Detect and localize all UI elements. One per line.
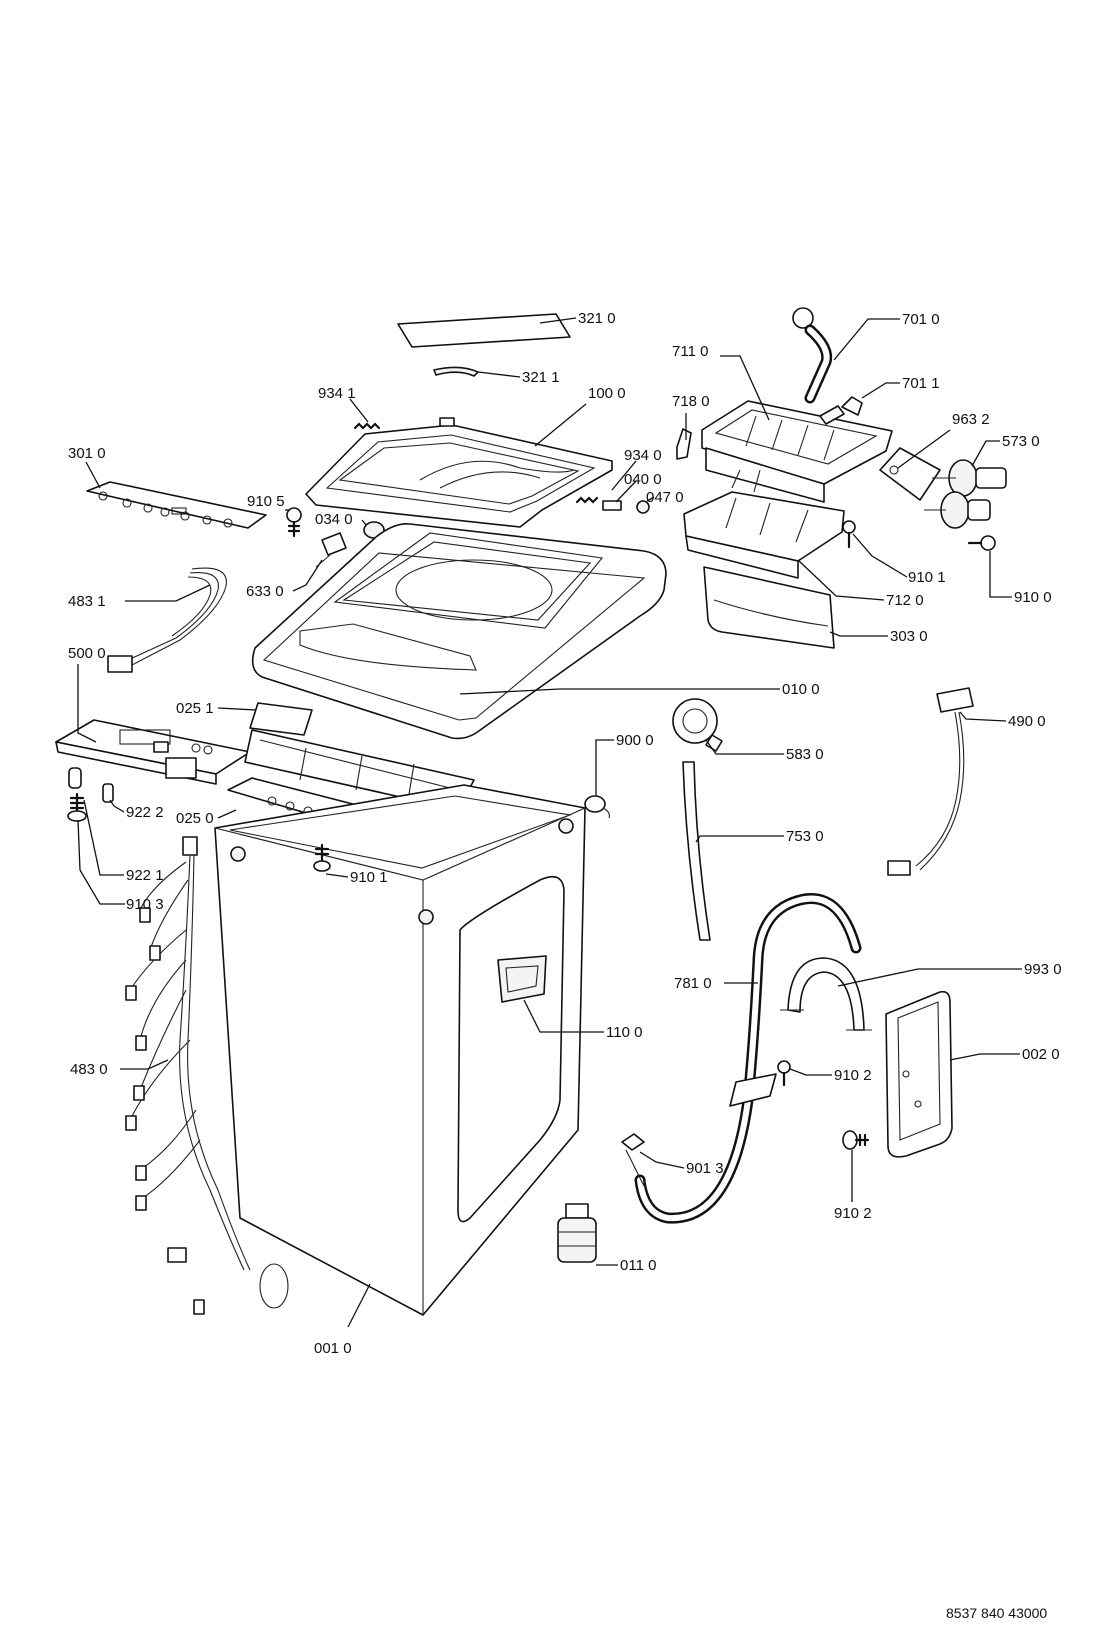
part-711-0-dispenser-housing bbox=[701, 400, 893, 503]
label-047-0: 047 0 bbox=[646, 489, 684, 506]
label-001-0: 001 0 bbox=[314, 1340, 352, 1357]
label-301-0: 301 0 bbox=[68, 445, 106, 462]
label-011-0: 011 0 bbox=[620, 1257, 656, 1274]
part-011-0-pump-fitting bbox=[557, 1203, 597, 1263]
part-321-0-lid-panel bbox=[397, 313, 571, 348]
label-900-0: 900 0 bbox=[616, 732, 654, 749]
part-922-2-spacer bbox=[102, 783, 114, 803]
part-963-2-bracket bbox=[879, 447, 941, 501]
label-712-0: 712 0 bbox=[886, 592, 924, 609]
part-993-0-hose-guide bbox=[780, 957, 872, 1031]
part-910-2-screw-upper bbox=[777, 1060, 791, 1087]
label-025-1: 025 1 bbox=[176, 700, 214, 717]
part-701-1-fitting bbox=[819, 396, 863, 425]
label-711-0: 711 0 bbox=[672, 343, 708, 360]
leader-lines bbox=[77, 317, 1022, 1328]
part-040-0-pin bbox=[602, 500, 622, 511]
part-934-1-spring bbox=[353, 422, 381, 430]
part-002-0-access-cover bbox=[885, 990, 953, 1158]
label-781-0: 781 0 bbox=[674, 975, 712, 992]
label-901-3: 901 3 bbox=[686, 1160, 724, 1177]
label-573-0: 573 0 bbox=[1002, 433, 1040, 450]
label-002-0: 002 0 bbox=[1022, 1046, 1060, 1063]
part-900-0-clamp bbox=[584, 795, 610, 819]
label-910-1-dispenser: 910 1 bbox=[908, 569, 946, 586]
part-010-0-top-console bbox=[251, 522, 667, 740]
label-910-2-lower: 910 2 bbox=[834, 1205, 872, 1222]
part-110-0-handle bbox=[497, 955, 547, 1003]
label-922-2: 922 2 bbox=[126, 804, 164, 821]
label-910-1-cabinet: 910 1 bbox=[350, 869, 388, 886]
label-483-1: 483 1 bbox=[68, 593, 106, 610]
part-718-0-clip bbox=[676, 428, 692, 460]
label-701-0: 701 0 bbox=[902, 311, 940, 328]
part-500-0-electronic-board bbox=[55, 719, 251, 785]
part-483-0-main-harness bbox=[125, 836, 289, 1315]
label-100-0: 100 0 bbox=[588, 385, 626, 402]
label-963-2: 963 2 bbox=[952, 411, 990, 428]
part-922-1-spacer bbox=[68, 767, 82, 789]
part-483-1-wire-harness bbox=[107, 567, 227, 673]
part-712-0-drawer-body bbox=[683, 491, 845, 579]
part-301-0-panel-strip bbox=[86, 481, 267, 529]
part-100-0-lid bbox=[305, 417, 613, 528]
label-922-1: 922 1 bbox=[126, 867, 164, 884]
part-583-0-pressure-switch bbox=[672, 698, 723, 752]
part-910-1-screw-cabinet bbox=[313, 843, 331, 872]
label-910-2-upper: 910 2 bbox=[834, 1067, 872, 1084]
part-753-0-tube bbox=[682, 761, 711, 941]
label-500-0: 500 0 bbox=[68, 645, 106, 662]
label-110-0: 110 0 bbox=[606, 1024, 642, 1041]
label-034-0: 034 0 bbox=[315, 511, 353, 528]
part-910-3-screw bbox=[67, 792, 87, 822]
part-781-0-drain-hose bbox=[634, 893, 862, 1224]
part-001-0-cabinet bbox=[214, 784, 586, 1316]
label-910-0: 910 0 bbox=[1014, 589, 1052, 606]
part-910-2-screw-lower bbox=[842, 1130, 870, 1150]
part-labels: 321 0 321 1 934 1 100 0 701 0 711 0 701 … bbox=[68, 310, 1062, 1357]
label-025-0: 025 0 bbox=[176, 810, 214, 827]
label-701-1: 701 1 bbox=[902, 375, 940, 392]
label-993-0: 993 0 bbox=[1024, 961, 1062, 978]
part-025-1-panel-insert bbox=[244, 702, 475, 811]
part-910-1-screw-dispenser bbox=[842, 520, 856, 549]
part-303-0-drawer-front bbox=[703, 566, 835, 649]
label-633-0: 633 0 bbox=[246, 583, 284, 600]
document-number: 8537 840 43000 bbox=[946, 1605, 1047, 1621]
part-701-0-inlet-hose bbox=[792, 307, 833, 404]
part-910-0-screw bbox=[967, 535, 996, 551]
label-753-0: 753 0 bbox=[786, 828, 824, 845]
label-910-3: 910 3 bbox=[126, 896, 164, 913]
label-040-0: 040 0 bbox=[624, 471, 662, 488]
label-321-1: 321 1 bbox=[522, 369, 560, 386]
label-010-0: 010 0 bbox=[782, 681, 820, 698]
part-490-0-sensor-cable bbox=[887, 687, 974, 876]
label-934-1: 934 1 bbox=[318, 385, 356, 402]
part-321-1-strip bbox=[433, 366, 479, 377]
label-910-5: 910 5 bbox=[247, 493, 285, 510]
label-321-0: 321 0 bbox=[578, 310, 616, 327]
part-573-0-inlet-valve bbox=[924, 459, 1007, 529]
part-901-3-hose-clamp bbox=[621, 1133, 645, 1187]
label-718-0: 718 0 bbox=[672, 393, 710, 410]
part-047-0-bushing bbox=[636, 500, 650, 514]
part-934-0-spring bbox=[575, 496, 599, 504]
label-583-0: 583 0 bbox=[786, 746, 824, 763]
label-483-0: 483 0 bbox=[70, 1061, 108, 1078]
label-303-0: 303 0 bbox=[890, 628, 928, 645]
label-490-0: 490 0 bbox=[1008, 713, 1046, 730]
label-934-0: 934 0 bbox=[624, 447, 662, 464]
part-910-5-screw bbox=[286, 507, 302, 538]
